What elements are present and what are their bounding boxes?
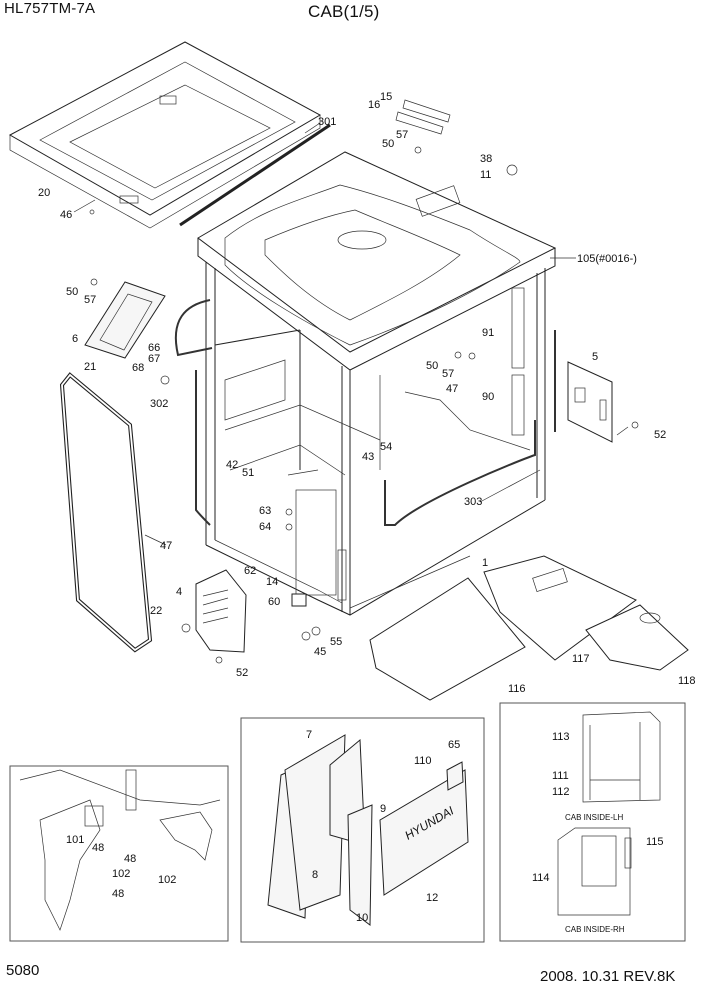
- floor-mat-118: [585, 604, 689, 671]
- callout: 1: [482, 557, 488, 569]
- callout: 102: [112, 868, 130, 880]
- callout: 118: [678, 675, 696, 687]
- callout: 16: [368, 99, 380, 111]
- callout: 9: [380, 803, 386, 815]
- callout: 302: [150, 398, 168, 410]
- callout: 8: [312, 869, 318, 881]
- glass-panels-detail: HYUNDAI: [267, 734, 469, 926]
- callout: 114: [532, 872, 550, 884]
- callout: 102: [158, 874, 176, 886]
- callout: 105(#0016-): [577, 253, 637, 265]
- callout: 91: [482, 327, 494, 339]
- callout: 48: [124, 853, 136, 865]
- callout: 113: [552, 731, 570, 743]
- callout: 7: [306, 729, 312, 741]
- callout: 54: [380, 441, 392, 453]
- cab-inside-detail: [557, 711, 661, 916]
- callout: 116: [508, 683, 526, 695]
- callout: 115: [646, 836, 664, 848]
- callout: 60: [268, 596, 280, 608]
- callout: 5: [592, 351, 598, 363]
- page-number: 5080: [6, 962, 40, 979]
- callout-labels: 301 20 46 15 16 57 50 38 11 105(#0016-) …: [38, 91, 696, 924]
- callout: 90: [482, 391, 494, 403]
- floor-mat-116: [369, 577, 526, 701]
- callout: 63: [259, 505, 271, 517]
- callout: 57: [84, 294, 96, 306]
- callout: 42: [226, 459, 238, 471]
- callout: 50: [66, 286, 78, 298]
- callout: 45: [314, 646, 326, 658]
- callout: 50: [382, 138, 394, 150]
- callout: 48: [92, 842, 104, 854]
- callout: 10: [356, 912, 368, 924]
- roof-liner-part: [8, 41, 322, 229]
- callout: 46: [60, 209, 72, 221]
- callout: 68: [132, 362, 144, 374]
- callout: 14: [266, 576, 278, 588]
- callout: 62: [244, 565, 256, 577]
- callout: 112: [552, 786, 570, 798]
- callout: 111: [552, 770, 569, 782]
- filter-cover-part: [195, 569, 247, 653]
- callout: 64: [259, 521, 271, 533]
- cab-frame-part: [205, 262, 546, 616]
- callout: 66: [148, 342, 160, 354]
- callout: 303: [464, 496, 482, 508]
- callout: 52: [236, 667, 248, 679]
- inset-captions: CAB INSIDE-LH CAB INSIDE-RH: [565, 813, 625, 934]
- callout: 12: [426, 892, 438, 904]
- callout: 43: [362, 451, 374, 463]
- callout: 47: [446, 383, 458, 395]
- callout: 57: [396, 129, 408, 141]
- date-revision: 2008. 10.31 REV.8K: [540, 968, 676, 985]
- caption-inside-lh: CAB INSIDE-LH: [565, 813, 623, 822]
- caption-inside-rh: CAB INSIDE-RH: [565, 925, 625, 934]
- callout: 67: [148, 353, 160, 365]
- callout: 6: [72, 333, 78, 345]
- callout: 48: [112, 888, 124, 900]
- callout: 20: [38, 187, 50, 199]
- callout: 47: [160, 540, 172, 552]
- fastener-bolts: [89, 146, 639, 664]
- callout: 15: [380, 91, 392, 103]
- callout: 11: [480, 169, 491, 181]
- callout: 21: [84, 361, 96, 373]
- model-code: HL757TM-7A: [4, 0, 96, 17]
- callout: 301: [318, 116, 336, 128]
- door-window-part: [84, 281, 166, 359]
- callout: 50: [426, 360, 438, 372]
- callout: 110: [414, 755, 432, 767]
- callout: 4: [176, 586, 182, 598]
- callout: 101: [66, 834, 84, 846]
- callout: 52: [654, 429, 666, 441]
- callout: 117: [572, 653, 590, 665]
- page-title: CAB(1/5): [308, 2, 380, 21]
- callout: 55: [330, 636, 342, 648]
- bottom-left-detail: [19, 769, 221, 931]
- callout: 22: [150, 605, 162, 617]
- callout: 57: [442, 368, 454, 380]
- callout: 51: [242, 467, 254, 479]
- callout: 65: [448, 739, 460, 751]
- callout: 38: [480, 153, 492, 165]
- cab-roof-part: [197, 151, 557, 371]
